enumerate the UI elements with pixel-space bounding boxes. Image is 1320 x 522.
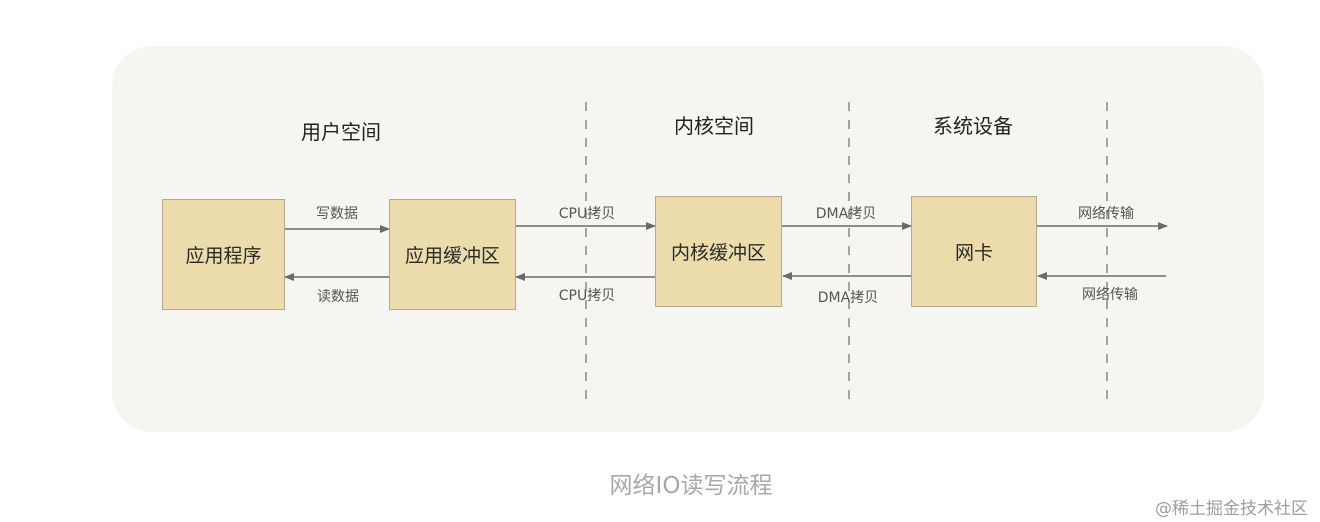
- box-nic: 网卡: [911, 196, 1037, 307]
- label-net-transfer-in: 网络传输: [1082, 287, 1138, 303]
- section-system-devices: 系统设备: [933, 114, 1013, 138]
- label-dma-copy-out: DMA拷贝: [815, 206, 877, 222]
- box-app-buffer-label: 应用缓冲区: [404, 245, 500, 267]
- box-kernel-buffer-label: 内核缓冲区: [670, 242, 766, 264]
- label-read-data: 读数据: [317, 289, 359, 305]
- label-net-transfer-out: 网络传输: [1078, 206, 1134, 222]
- label-cpu-copy-out: CPU拷贝: [558, 206, 616, 222]
- box-app-program-label: 应用程序: [185, 245, 262, 267]
- section-user-space: 用户空间: [301, 120, 381, 144]
- label-dma-copy-in: DMA拷贝: [817, 290, 879, 306]
- figure-caption: 网络IO读写流程: [609, 473, 773, 499]
- box-app-program: 应用程序: [162, 199, 285, 310]
- label-write-data: 写数据: [316, 206, 358, 222]
- section-kernel-space: 内核空间: [674, 114, 754, 138]
- watermark: @稀土掘金技术社区: [1155, 499, 1308, 519]
- box-nic-label: 网卡: [954, 242, 993, 264]
- box-app-buffer: 应用缓冲区: [389, 199, 516, 310]
- label-cpu-copy-in: CPU拷贝: [558, 288, 616, 304]
- box-kernel-buffer: 内核缓冲区: [655, 196, 782, 307]
